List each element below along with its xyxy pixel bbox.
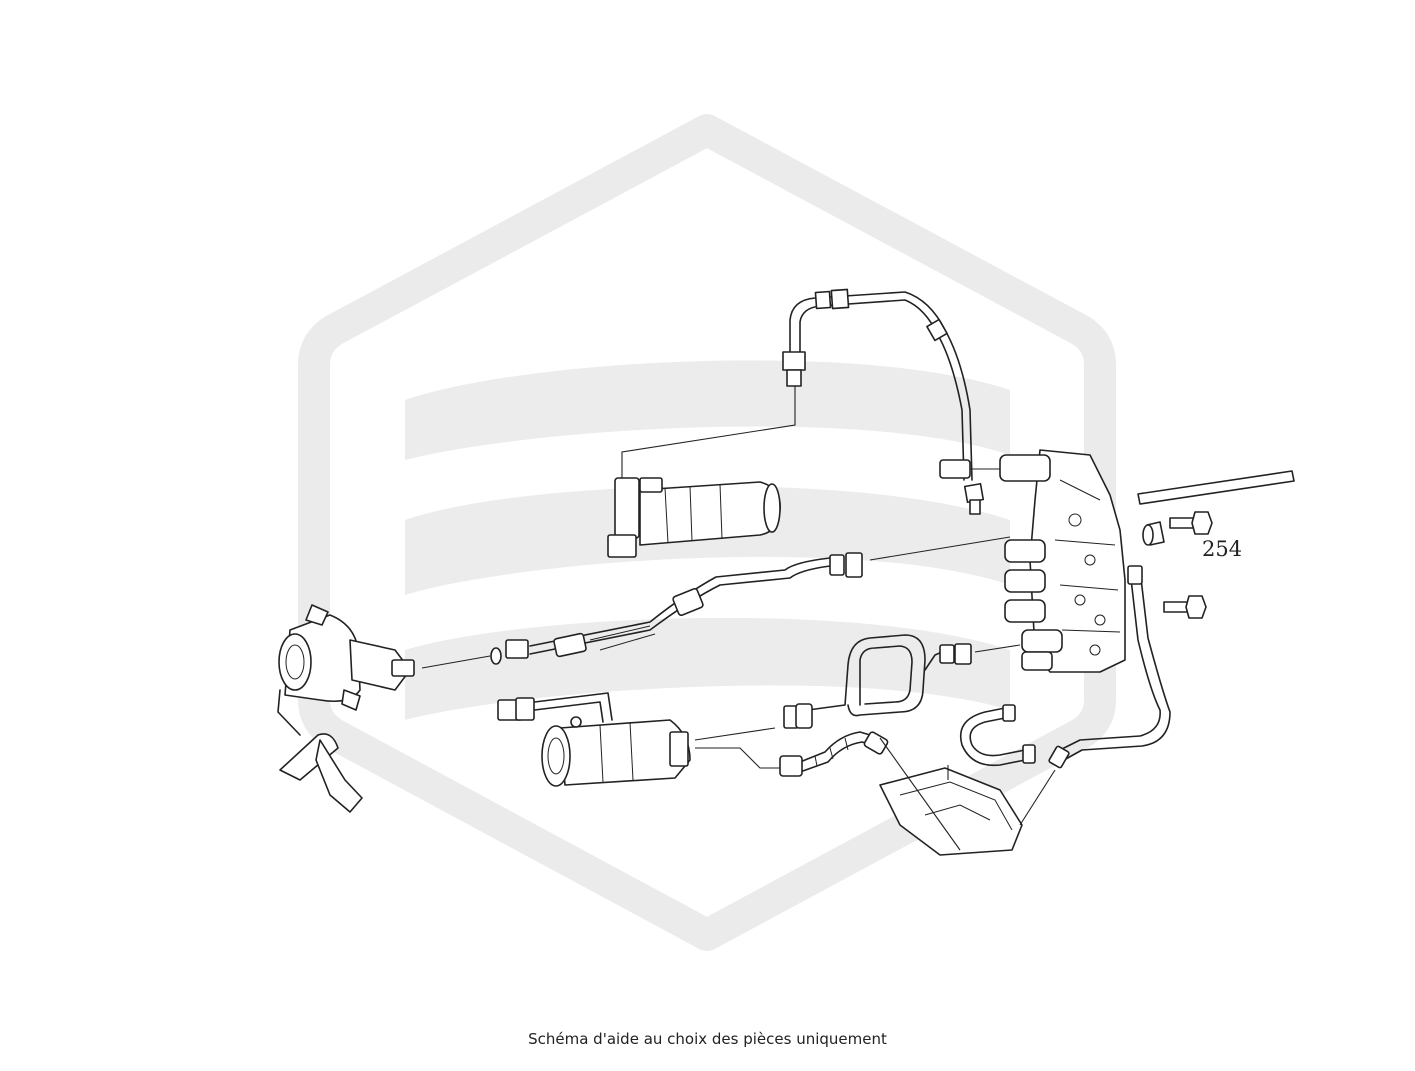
guide-rod [1137, 470, 1295, 505]
filter-plate [879, 737, 1023, 856]
watermark-band-top [405, 360, 1010, 460]
watermark-hexagon [298, 114, 1116, 951]
u-tube [960, 704, 1036, 767]
bolt-lower [1163, 595, 1207, 619]
bolt-upper [1169, 511, 1213, 535]
pump-motor [497, 692, 780, 787]
valve-body-block [939, 449, 1126, 673]
upper-brake-line [621, 288, 985, 515]
hydraulic-accumulator [607, 477, 781, 558]
clutch-hydraulic-hose [490, 536, 1011, 665]
sleeve-bushing [1142, 521, 1165, 546]
bent-pipe-loop [783, 634, 1021, 729]
clutch-slave-cylinder [277, 604, 491, 813]
flexible-hose [779, 731, 889, 777]
part-label-254: 254 [1202, 537, 1242, 561]
diagram-caption: Schéma d'aide au choix des pièces unique… [528, 1030, 887, 1048]
return-hose [1019, 565, 1171, 826]
watermark-band-middle [405, 486, 1010, 595]
